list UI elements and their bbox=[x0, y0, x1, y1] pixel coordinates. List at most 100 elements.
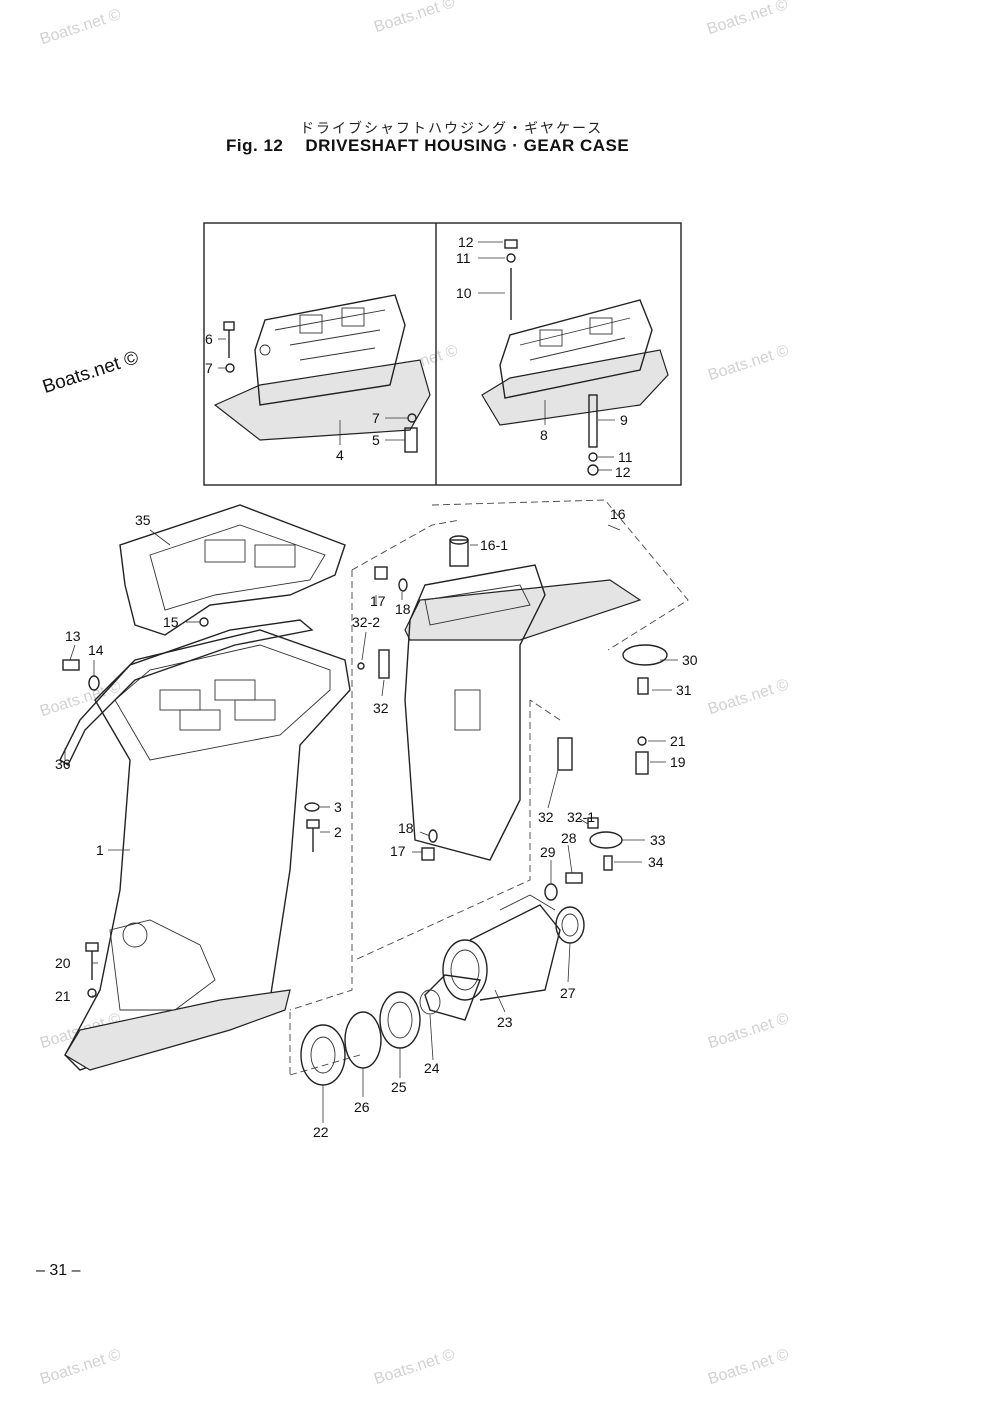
nut-part-12 bbox=[587, 464, 599, 476]
washer-part-7 bbox=[225, 363, 235, 373]
callout-16-1: 16-1 bbox=[480, 537, 508, 553]
washer-part-21 bbox=[637, 736, 647, 746]
washer-part-21 bbox=[87, 988, 97, 998]
callout-28: 28 bbox=[561, 830, 577, 846]
figure-title-japanese: ドライブシャフトハウジング・ギヤケース bbox=[300, 121, 604, 137]
gear-case-group-bracket bbox=[289, 499, 689, 1011]
callout-33: 33 bbox=[650, 832, 666, 848]
bolt-part-2 bbox=[306, 819, 320, 852]
lower-group-bracket bbox=[289, 1012, 361, 1076]
anode-part-32 bbox=[557, 737, 573, 771]
callout-10: 10 bbox=[456, 285, 472, 301]
callout-18: 18 bbox=[398, 820, 414, 836]
callout-8: 8 bbox=[540, 427, 548, 443]
callout-5: 5 bbox=[372, 432, 380, 448]
stud-part-9 bbox=[588, 394, 598, 448]
callout-17: 17 bbox=[390, 843, 406, 859]
callout-32: 32 bbox=[538, 809, 554, 825]
callout-32-1: 32-1 bbox=[567, 809, 595, 825]
callout-32-2: 32-2 bbox=[352, 614, 380, 630]
dowel-part-15 bbox=[199, 617, 209, 627]
callout-19: 19 bbox=[670, 754, 686, 770]
washer-part-18 bbox=[428, 829, 438, 843]
callout-29: 29 bbox=[540, 844, 556, 860]
callout-1: 1 bbox=[96, 842, 104, 858]
o-ring-part-26 bbox=[344, 1011, 382, 1069]
callout-35: 35 bbox=[135, 512, 151, 528]
bolt-part-5 bbox=[404, 427, 418, 453]
callout-2: 2 bbox=[334, 824, 342, 840]
callout-17: 17 bbox=[370, 593, 386, 609]
callout-20: 20 bbox=[55, 955, 71, 971]
propeller-shaft-housing-part-23 bbox=[442, 894, 561, 1001]
callout-6: 6 bbox=[205, 331, 213, 347]
leader-lines bbox=[64, 241, 678, 1123]
bolt-part-19 bbox=[635, 751, 649, 775]
bolt-part-28 bbox=[565, 872, 583, 884]
gear-case-part-16 bbox=[404, 564, 642, 861]
bolt-part-17 bbox=[421, 847, 435, 861]
callout-31: 31 bbox=[676, 682, 692, 698]
figure-title-text: DRIVESHAFT HOUSING · GEAR CASE bbox=[305, 136, 630, 155]
callout-4: 4 bbox=[336, 447, 344, 463]
callout-32: 32 bbox=[373, 700, 389, 716]
ball-bearing-part-25 bbox=[379, 991, 421, 1049]
callout-16: 16 bbox=[610, 506, 626, 522]
upper-housing-part-8 bbox=[481, 299, 669, 426]
callout-34: 34 bbox=[648, 854, 664, 870]
callout-14: 14 bbox=[88, 642, 104, 658]
plate-part-33 bbox=[589, 831, 623, 849]
figure-number: Fig. 12 bbox=[226, 136, 284, 155]
callout-24: 24 bbox=[424, 1060, 440, 1076]
callout-18: 18 bbox=[395, 601, 411, 617]
callout-23: 23 bbox=[497, 1014, 513, 1030]
callout-36: 36 bbox=[55, 756, 71, 772]
inset-frame bbox=[203, 222, 682, 486]
page-number: – 31 – bbox=[36, 1262, 81, 1279]
bolt-part-31 bbox=[637, 677, 649, 695]
bolt-part-20 bbox=[85, 942, 99, 980]
screw-part-32-1 bbox=[587, 817, 599, 829]
callout-3: 3 bbox=[334, 799, 342, 815]
callout-21: 21 bbox=[55, 988, 71, 1004]
callout-22: 22 bbox=[313, 1124, 329, 1140]
callout-12: 12 bbox=[458, 234, 474, 250]
callout-9: 9 bbox=[620, 412, 628, 428]
callout-7: 7 bbox=[205, 360, 213, 376]
anode-part-32 bbox=[378, 649, 390, 679]
bolt-part-6 bbox=[223, 321, 235, 358]
callout-21: 21 bbox=[670, 733, 686, 749]
washer-part-29 bbox=[544, 883, 558, 901]
needle-bearing-part-24 bbox=[419, 974, 481, 1021]
gasket-part-35 bbox=[119, 504, 346, 636]
trim-tab-part-30 bbox=[622, 644, 668, 666]
screw-part-32-2 bbox=[357, 662, 365, 670]
callout-13: 13 bbox=[65, 628, 81, 644]
figure-title: Fig. 12 DRIVESHAFT HOUSING · GEAR CASE bbox=[226, 136, 629, 156]
screw-part-34 bbox=[603, 855, 613, 871]
washer-part-14 bbox=[88, 675, 100, 691]
rubber-seal-part-36 bbox=[59, 619, 314, 767]
washer-part-18 bbox=[398, 578, 408, 592]
bolt-part-13 bbox=[62, 659, 80, 671]
callout-27: 27 bbox=[560, 985, 576, 1001]
upper-housing-part-4 bbox=[213, 294, 431, 441]
callout-12: 12 bbox=[615, 464, 631, 480]
callout-11: 11 bbox=[618, 449, 633, 465]
callout-25: 25 bbox=[391, 1079, 407, 1095]
bolt-part-17 bbox=[374, 566, 388, 580]
bearing-part-22 bbox=[300, 1024, 346, 1086]
stud-part-10 bbox=[504, 239, 518, 320]
washer-part-11 bbox=[588, 452, 598, 462]
driveshaft-housing-part-1 bbox=[64, 629, 351, 1071]
callout-30: 30 bbox=[682, 652, 698, 668]
cap-part-16-1 bbox=[449, 535, 469, 567]
callout-7: 7 bbox=[372, 410, 380, 426]
oil-seal-part-27 bbox=[555, 906, 585, 944]
callout-26: 26 bbox=[354, 1099, 370, 1115]
callout-15: 15 bbox=[163, 614, 179, 630]
callout-11: 11 bbox=[456, 250, 471, 266]
washer-part-3 bbox=[304, 802, 320, 812]
